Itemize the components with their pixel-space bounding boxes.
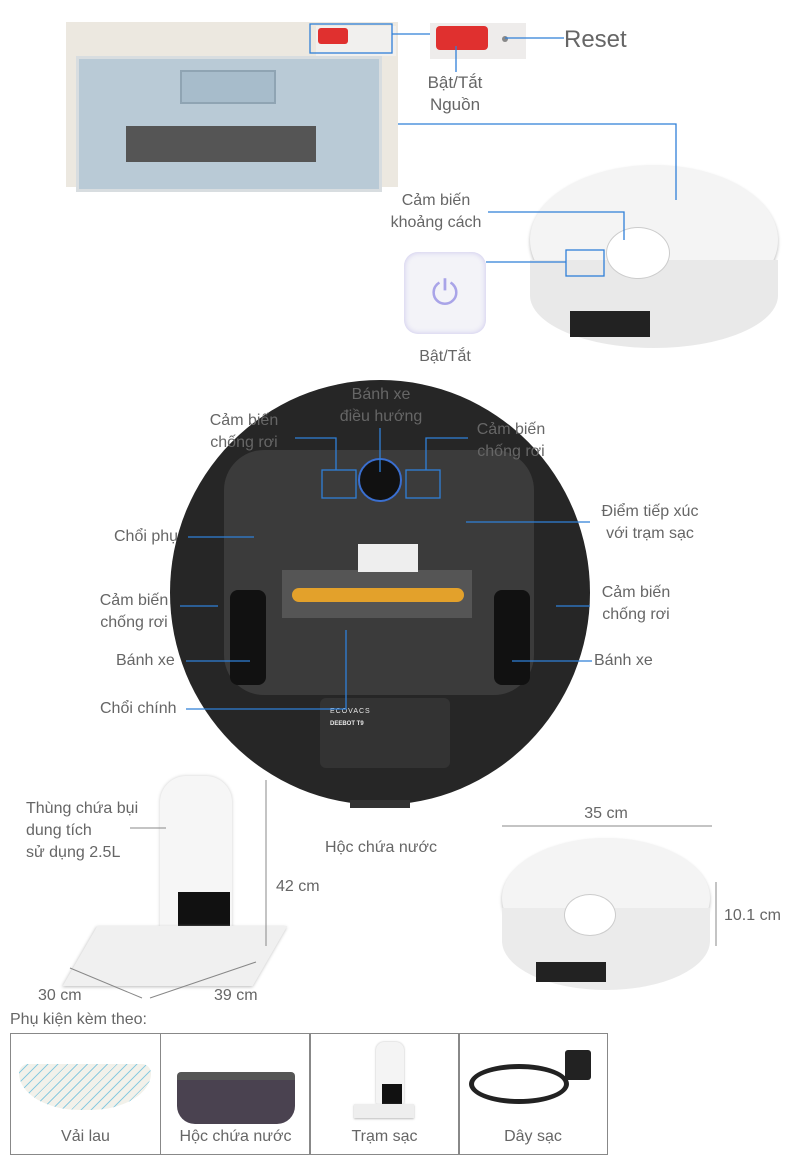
accessory-charging-station: Trạm sạc	[309, 1033, 460, 1155]
robot-height-label: 10.1 cm	[724, 907, 781, 924]
model-name-text: DEEBOT T9	[330, 721, 364, 727]
accessory-label: Hộc chứa nước	[179, 1128, 292, 1145]
dustbin-photo	[66, 22, 398, 192]
cliff-sensor-left-label: Cảm biến chống rơi	[99, 592, 169, 631]
accessory-charging-cable: Dây sạc	[458, 1033, 608, 1155]
charging-station	[62, 776, 288, 996]
wheel-right-label: Bánh xe	[594, 652, 653, 669]
accessory-water-tank: Hộc chứa nước	[160, 1033, 311, 1155]
mop-cloth-icon	[19, 1064, 151, 1110]
robot-top-view	[530, 165, 780, 350]
cliff-sensor-right-label: Cảm biến chống rơi	[601, 584, 671, 623]
dust-bin-label: Thùng chứa bụi dung tích sử dụng 2.5L	[26, 800, 139, 861]
bottom-label-plate: ECOVACS DEEBOT T9	[320, 698, 450, 768]
charging-contact-label: Điểm tiếp xúc với trạm sạc	[601, 503, 699, 542]
side-brush-label: Chổi phụ	[114, 528, 179, 545]
power-switch-label: Bật/Tắt Nguồn	[427, 73, 483, 114]
accessory-label: Vải lau	[61, 1128, 110, 1145]
power-button-closeup: ⏻	[404, 252, 486, 334]
accessory-label: Trạm sạc	[351, 1128, 418, 1145]
cliff-sensor-top-left-label: Cảm biến chống rơi	[209, 412, 279, 451]
distance-sensor-label: Cảm biến khoảng cách	[390, 192, 482, 231]
water-tank-icon	[177, 1072, 295, 1124]
nav-wheel-label: Bánh xe điều hướng	[339, 386, 423, 425]
reset-label: Reset	[564, 26, 627, 53]
main-brush-label: Chổi chính	[100, 700, 177, 717]
power-button-label: Bật/Tắt	[419, 348, 471, 365]
station-depth-label: 30 cm	[38, 987, 82, 1004]
station-width-label: 39 cm	[214, 987, 258, 1004]
charging-cable-icon	[469, 1064, 569, 1104]
accessory-label: Dây sạc	[504, 1128, 562, 1145]
wheel-left-label: Bánh xe	[116, 652, 175, 669]
station-height-label: 42 cm	[276, 878, 320, 895]
robot-side-view	[502, 838, 712, 993]
brand-logo-text: ECOVACS	[330, 708, 371, 715]
cliff-sensor-top-right-label: Cảm biến chống rơi	[476, 421, 546, 460]
accessories-title: Phụ kiện kèm theo:	[10, 1011, 147, 1028]
switch-closeup	[430, 23, 526, 59]
power-icon: ⏻	[431, 274, 459, 312]
accessory-mop-cloth: Vải lau	[10, 1033, 161, 1155]
robot-diameter-label: 35 cm	[584, 805, 628, 822]
water-tank-label: Hộc chứa nước	[325, 839, 437, 856]
